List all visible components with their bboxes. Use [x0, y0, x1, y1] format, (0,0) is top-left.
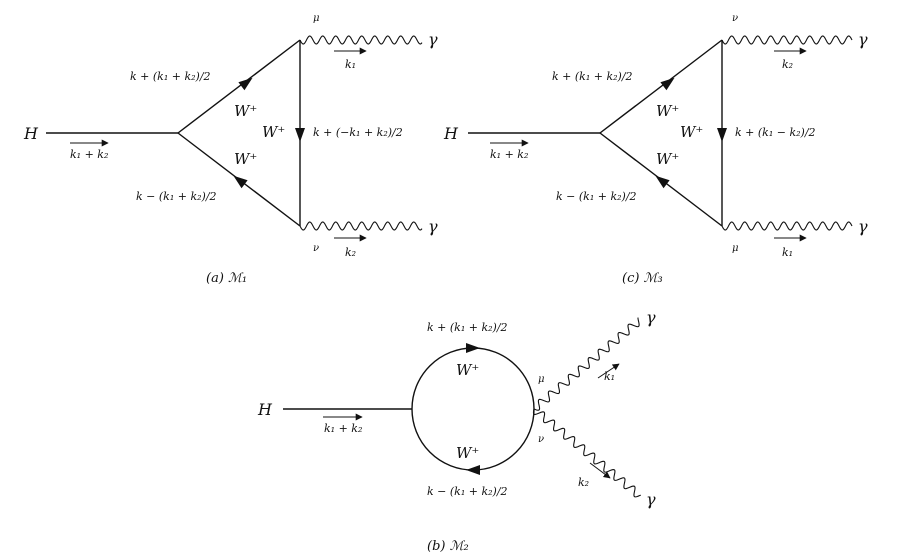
diagram-c-w-upper-label: W⁺ [656, 102, 679, 120]
diagram-b-photon-bottom-label: γ [646, 490, 656, 509]
diagram-b-caption: (b) ℳ₂ [427, 539, 469, 554]
diagram-a-photon-top-label: γ [428, 30, 438, 49]
diagram-c-k-top-label: k₂ [782, 58, 793, 71]
diagram-c-w-lower-label: W⁺ [656, 150, 679, 168]
diagram-a-photon-bottom [299, 221, 423, 231]
diagram-c-higgs-label: H [443, 124, 459, 143]
diagram-c-index-bottom: μ [732, 243, 739, 254]
diagram-c-w-vertical-label: W⁺ [680, 123, 703, 141]
diagram-a: H k₁ + k₂ k + (k₁ + k₂)/2 k − (k₁ + k₂)/… [23, 13, 438, 286]
diagram-b-k-top-label: k₁ [604, 370, 615, 383]
diagram-b-photon-top [533, 317, 640, 411]
diagram-a-photon-bottom-label: γ [428, 217, 438, 236]
diagram-b-momentum-arrow-top [597, 363, 620, 379]
diagram-a-in-momentum-label: k₁ + k₂ [70, 148, 108, 161]
diagram-b-upper-arrowhead [466, 343, 480, 353]
diagram-a-lower-arrowhead [233, 175, 248, 189]
diagram-b-higgs-label: H [257, 400, 273, 419]
diagram-c-in-momentum-label: k₁ + k₂ [490, 148, 528, 161]
diagram-b-index-mu: μ [538, 374, 545, 385]
diagram-c: H k₁ + k₂ k + (k₁ + k₂)/2 k − (k₁ + k₂)/… [443, 13, 868, 286]
diagram-a-lower-propagator-label: k − (k₁ + k₂)/2 [136, 190, 217, 203]
diagram-a-vertical-propagator-label: k + (−k₁ + k₂)/2 [313, 126, 403, 139]
diagram-b-lower-arrowhead [466, 465, 480, 475]
diagram-a-w-lower-label: W⁺ [234, 150, 257, 168]
diagram-b-lower-propagator-label: k − (k₁ + k₂)/2 [427, 485, 508, 498]
diagram-a-caption: (a) ℳ₁ [206, 271, 247, 286]
diagram-c-upper-propagator-label: k + (k₁ + k₂)/2 [552, 70, 633, 83]
diagram-b-w-upper-label: W⁺ [456, 361, 479, 379]
diagram-b: H k₁ + k₂ k + (k₁ + k₂)/2 k − (k₁ + k₂)/… [257, 308, 656, 554]
diagram-a-w-vertical-label: W⁺ [262, 123, 285, 141]
diagram-c-caption: (c) ℳ₃ [622, 271, 663, 286]
diagram-a-higgs-label: H [23, 124, 39, 143]
diagram-b-w-lower-label: W⁺ [456, 444, 479, 462]
diagram-c-photon-bottom-label: γ [858, 217, 868, 236]
diagram-a-upper-w-line [177, 39, 301, 134]
diagram-c-photon-bottom [721, 221, 853, 231]
diagram-c-vertical-arrowhead [717, 128, 727, 142]
diagram-a-upper-propagator-label: k + (k₁ + k₂)/2 [130, 70, 211, 83]
diagram-a-w-upper-label: W⁺ [234, 102, 257, 120]
diagram-a-k-bottom-label: k₂ [345, 246, 356, 259]
diagram-c-index-top: ν [732, 13, 738, 24]
diagram-b-in-momentum-label: k₁ + k₂ [324, 422, 362, 435]
diagram-b-k-bottom-label: k₂ [578, 476, 589, 489]
diagram-b-photon-top-label: γ [646, 308, 656, 327]
diagram-a-photon-top [299, 35, 423, 45]
diagram-a-k-top-label: k₁ [345, 58, 356, 71]
diagram-a-index-bottom: ν [313, 243, 319, 254]
diagram-c-lower-arrowhead [655, 175, 670, 189]
diagram-a-vertical-arrowhead [295, 128, 305, 142]
diagram-c-photon-top-label: γ [858, 30, 868, 49]
diagram-c-photon-top [721, 35, 853, 45]
diagram-c-upper-arrowhead [660, 77, 675, 91]
diagram-c-k-bottom-label: k₁ [782, 246, 793, 259]
diagram-c-vertical-propagator-label: k + (k₁ − k₂)/2 [735, 126, 816, 139]
diagram-a-upper-arrowhead [238, 77, 253, 91]
diagram-c-lower-propagator-label: k − (k₁ + k₂)/2 [556, 190, 637, 203]
diagram-b-photon-bottom [532, 408, 641, 498]
diagram-b-index-nu: ν [538, 434, 544, 445]
diagram-b-upper-propagator-label: k + (k₁ + k₂)/2 [427, 321, 508, 334]
diagram-a-index-top: μ [313, 13, 320, 24]
diagram-c-upper-w-line [599, 39, 723, 134]
diagram-b-momentum-arrow-bottom [589, 462, 611, 479]
